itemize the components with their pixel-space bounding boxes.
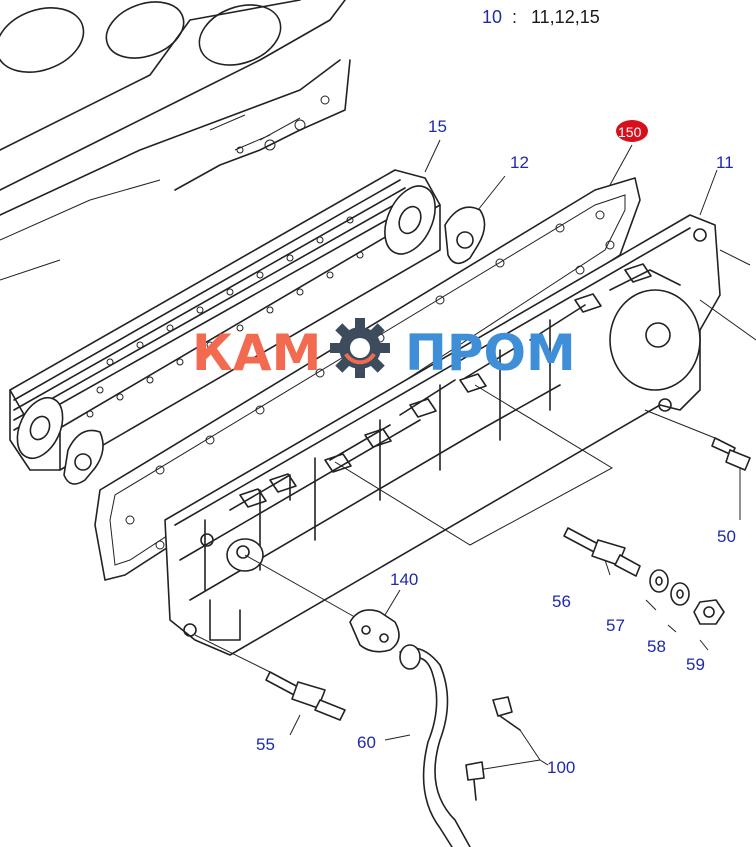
- gear-icon: [330, 318, 390, 378]
- oil-pipe-60: [399, 644, 471, 847]
- gasket-small-lower: [63, 429, 104, 485]
- callout-57: 57: [606, 616, 625, 635]
- callout-150: 150: [618, 124, 642, 140]
- washer-58: [670, 582, 690, 606]
- callout-11: 11: [716, 153, 734, 172]
- callout-12: 12: [510, 153, 529, 172]
- callout-labels: 15 150 12 11 50 140 56 57 58 59 55 60 10…: [256, 117, 736, 777]
- stud-55: [265, 671, 346, 721]
- callout-15: 15: [428, 117, 447, 136]
- bolt-50: [711, 437, 751, 471]
- watermark-logo: КАМ ПРОМ: [192, 318, 576, 382]
- callout-140: 140: [390, 570, 418, 589]
- callout-59: 59: [686, 655, 705, 674]
- bolt-100-lower: [465, 761, 485, 801]
- engine-block: [0, 0, 351, 281]
- cooler-housing: [164, 214, 721, 656]
- nut-59: [693, 599, 725, 625]
- callout-55: 55: [256, 735, 275, 754]
- bolt-100-upper: [492, 696, 521, 731]
- watermark-right-text: ПРОМ: [405, 324, 576, 382]
- gasket-small-upper: [444, 206, 486, 265]
- gasket-140: [349, 609, 400, 653]
- header-separator: :: [512, 7, 517, 27]
- header-ref-number: 10: [482, 7, 502, 27]
- stud-56: [563, 527, 641, 577]
- callout-100: 100: [547, 758, 575, 777]
- oil-cooler-core: [9, 169, 441, 471]
- header-ref-parts: 11,12,15: [531, 7, 600, 27]
- highlight-marker: [616, 120, 648, 142]
- callout-56: 56: [552, 592, 571, 611]
- callout-50: 50: [717, 527, 736, 546]
- callout-58: 58: [647, 637, 666, 656]
- washer-57: [649, 569, 669, 593]
- callout-60: 60: [357, 733, 376, 752]
- watermark-left-text: КАМ: [192, 324, 321, 382]
- header-reference: 10 : 11,12,15: [482, 7, 600, 27]
